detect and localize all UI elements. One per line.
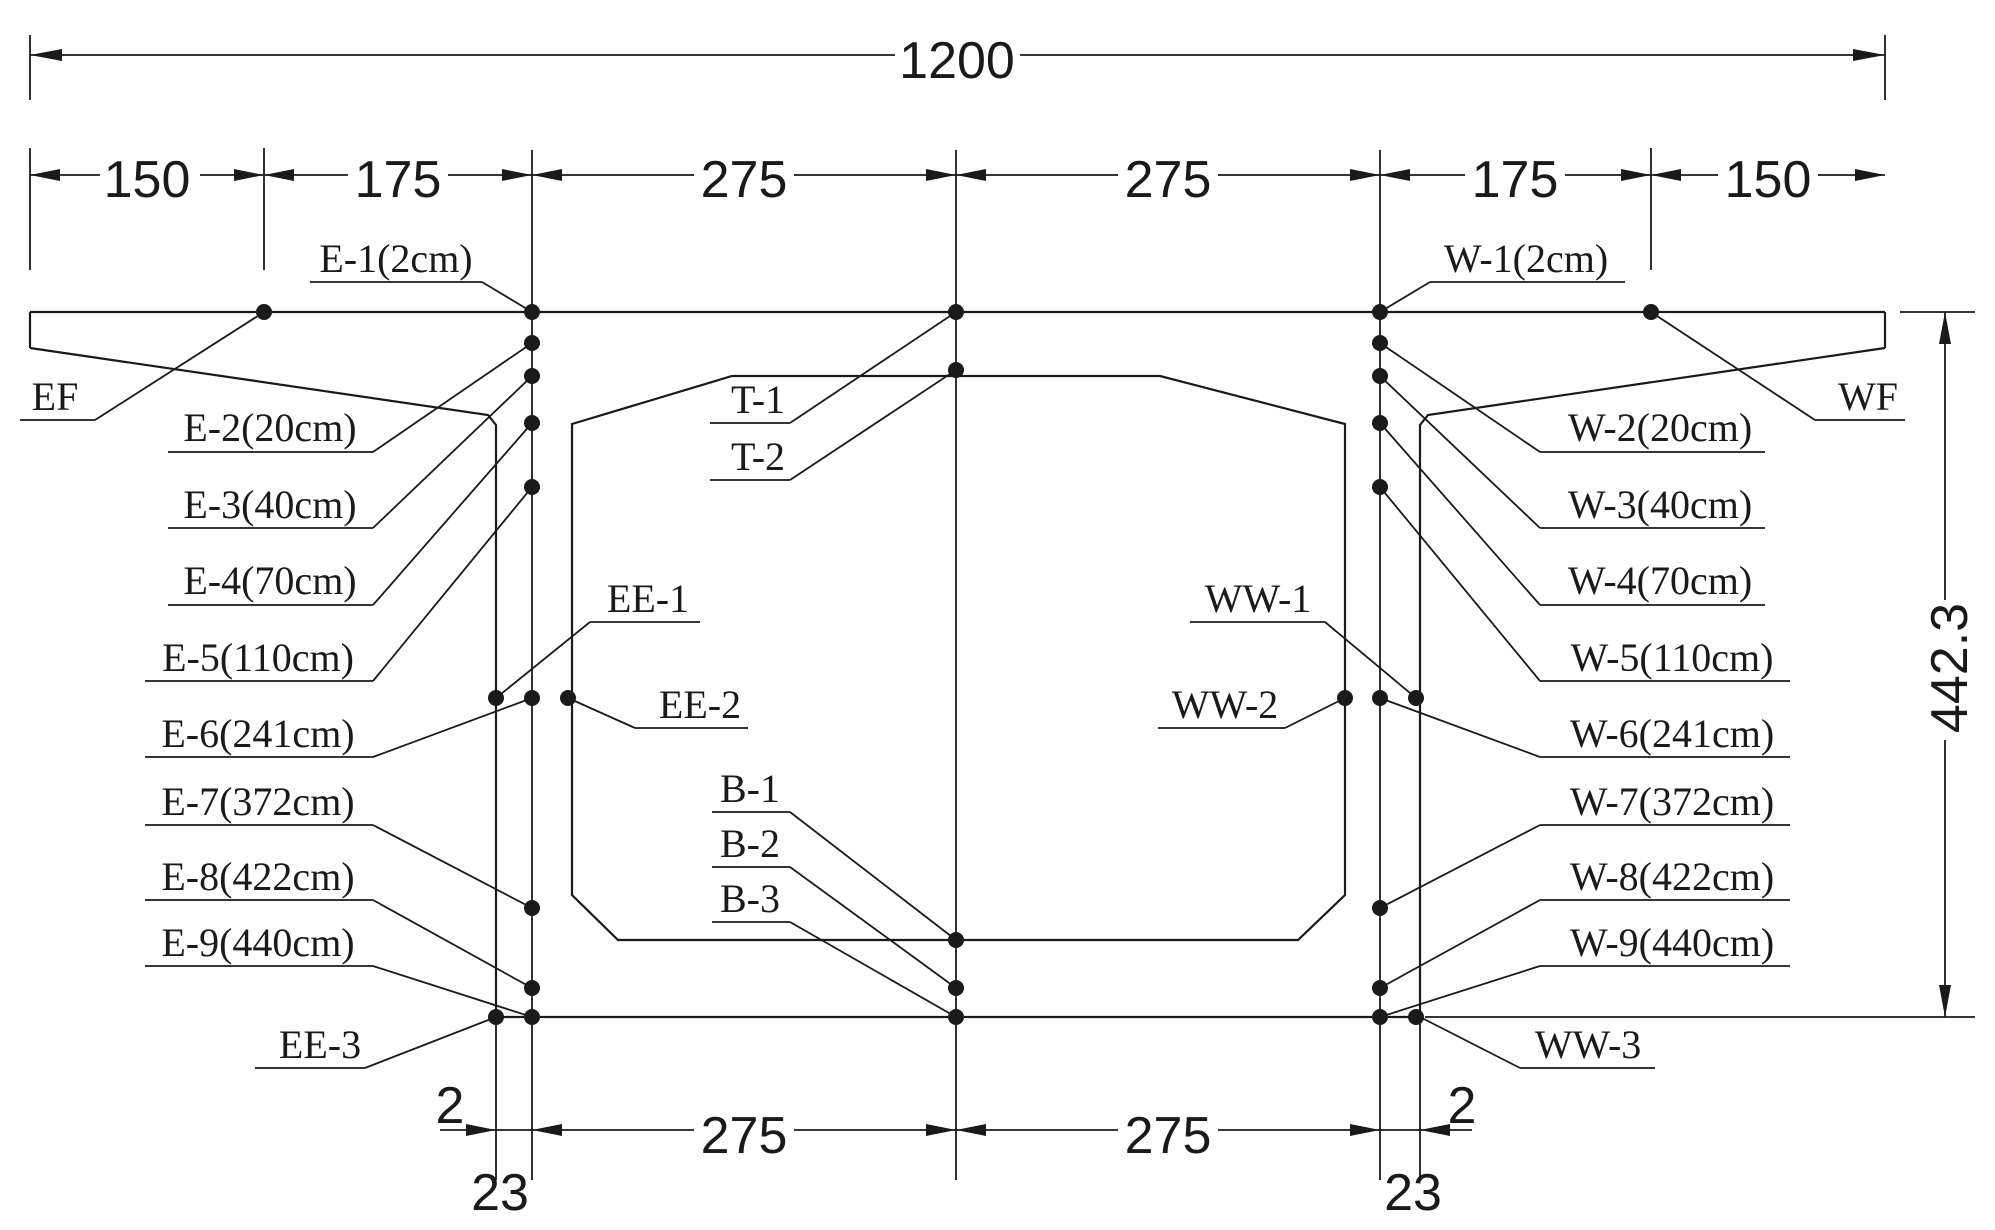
dim-top-150-right: 150: [1725, 151, 1812, 209]
label-e-6: E-6(241cm): [161, 711, 354, 756]
label-e-3: E-3(40cm): [183, 482, 356, 527]
dim-top-275-left: 275: [701, 151, 788, 209]
point-e-3: [524, 368, 540, 384]
label-e-7: E-7(372cm): [161, 779, 354, 824]
point-w-1: [1372, 304, 1388, 320]
label-e-2: E-2(20cm): [183, 405, 356, 450]
point-w-6: [1372, 690, 1388, 706]
label-e-1: E-1(2cm): [319, 236, 472, 281]
point-ww-3: [1408, 1009, 1424, 1025]
center-labels: T-1 T-2 B-1 B-2 B-3: [710, 311, 957, 1018]
point-ee-3: [488, 1009, 504, 1025]
dim-bottom-275-right: 275: [1125, 1107, 1212, 1165]
point-w-3: [1372, 368, 1388, 384]
label-e-5: E-5(110cm): [162, 635, 354, 680]
label-w-7: W-7(372cm): [1570, 779, 1774, 824]
point-ee-1: [488, 690, 504, 706]
point-w-9: [1372, 1009, 1388, 1025]
label-b-3: B-3: [720, 876, 780, 921]
label-e-8: E-8(422cm): [161, 854, 354, 899]
label-ww-3: WW-3: [1535, 1022, 1642, 1067]
point-e-7: [524, 900, 540, 916]
point-ee-2: [560, 690, 576, 706]
point-w-5: [1372, 479, 1388, 495]
point-ww-2: [1337, 690, 1353, 706]
label-w-8: W-8(422cm): [1570, 854, 1774, 899]
label-t-1: T-1: [731, 377, 785, 422]
label-e-9: E-9(440cm): [161, 920, 354, 965]
label-b-1: B-1: [720, 766, 780, 811]
point-e-2: [524, 335, 540, 351]
label-w-5: W-5(110cm): [1571, 635, 1774, 680]
label-t-2: T-2: [731, 434, 785, 479]
dim-web-offset-right: 2: [1448, 1077, 1477, 1135]
point-b-2: [948, 980, 964, 996]
label-ef: EF: [32, 374, 79, 419]
point-w-4: [1372, 415, 1388, 431]
label-ee-2: EE-2: [659, 682, 741, 727]
point-wf: [1643, 304, 1659, 320]
dim-total-width-label: 1200: [899, 32, 1015, 90]
point-t-2: [948, 362, 964, 378]
east-labels: E-1(2cm) E-2(20cm) E-3(40cm) E-4(70cm) E…: [20, 236, 748, 1069]
dim-web-thickness-left: 23: [471, 1164, 529, 1222]
label-ww-1: WW-1: [1205, 576, 1312, 621]
point-e-9: [524, 1009, 540, 1025]
dim-bottom-275-left: 275: [701, 1107, 788, 1165]
label-ee-1: EE-1: [607, 576, 689, 621]
point-ef: [256, 304, 272, 320]
label-e-4: E-4(70cm): [183, 558, 356, 603]
dim-height-label: 442.3: [1921, 603, 1979, 733]
point-w-2: [1372, 335, 1388, 351]
point-e-6: [524, 690, 540, 706]
label-ww-2: WW-2: [1172, 682, 1279, 727]
label-w-1: W-1(2cm): [1444, 236, 1608, 281]
dim-top-175-left: 175: [355, 151, 442, 209]
point-w-8: [1372, 980, 1388, 996]
dim-top-150-left: 150: [104, 151, 191, 209]
dim-top-segments: 150 175 275 275 175 150: [29, 148, 1885, 270]
dim-total-width: 1200: [29, 32, 1886, 100]
dim-height: 442.3: [1425, 311, 1979, 1018]
label-w-3: W-3(40cm): [1568, 482, 1752, 527]
label-w-9: W-9(440cm): [1570, 920, 1774, 965]
label-ee-3: EE-3: [279, 1022, 361, 1067]
point-e-5: [524, 479, 540, 495]
point-e-1: [524, 304, 540, 320]
label-b-2: B-2: [720, 821, 780, 866]
label-w-4: W-4(70cm): [1568, 558, 1752, 603]
dim-top-175-right: 175: [1472, 151, 1559, 209]
label-wf: WF: [1838, 374, 1898, 419]
label-w-2: W-2(20cm): [1568, 405, 1752, 450]
point-t-1: [948, 304, 964, 320]
label-w-6: W-6(241cm): [1570, 711, 1774, 756]
west-labels: W-1(2cm) W-2(20cm) W-3(40cm) W-4(70cm) W…: [1158, 236, 1905, 1069]
dim-top-275-right: 275: [1125, 151, 1212, 209]
dim-web-thickness-right: 23: [1384, 1164, 1442, 1222]
point-b-3: [948, 1009, 964, 1025]
point-e-4: [524, 415, 540, 431]
dim-bottom: 275 275 2 2 23 23: [436, 1077, 1477, 1222]
point-ww-1: [1408, 690, 1424, 706]
dim-web-offset-left: 2: [436, 1077, 465, 1135]
point-w-7: [1372, 900, 1388, 916]
point-e-8: [524, 980, 540, 996]
measuring-points: [256, 304, 1659, 1025]
point-b-1: [948, 932, 964, 948]
